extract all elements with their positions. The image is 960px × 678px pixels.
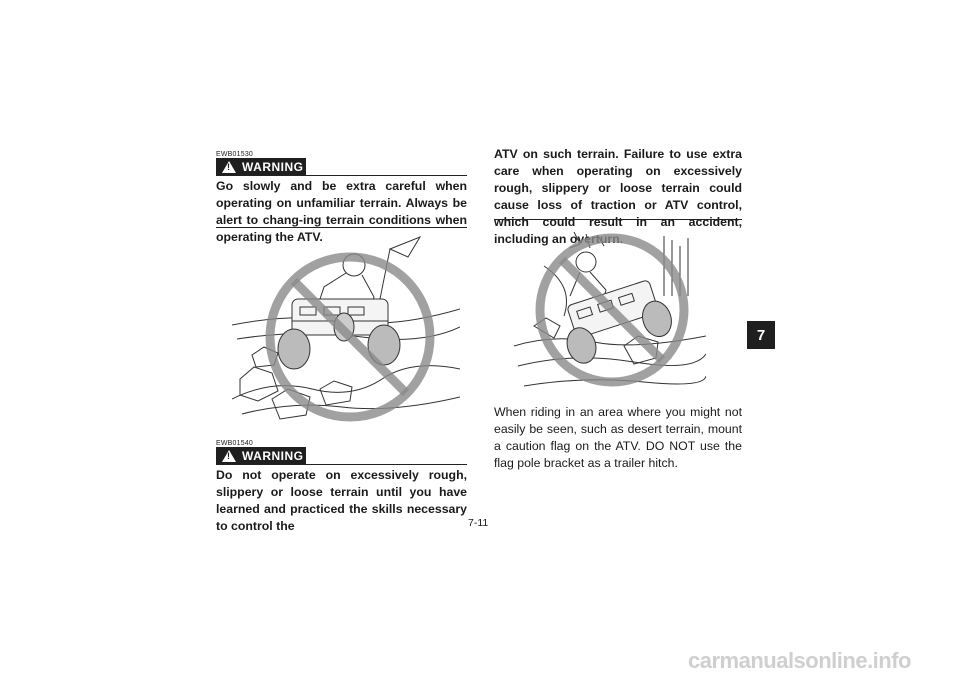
warning-icon xyxy=(222,161,236,173)
atv-rough-terrain-illustration xyxy=(514,231,706,387)
footer-watermark[interactable]: carmanualsonline.info xyxy=(688,648,912,673)
chapter-tab: 7 xyxy=(747,321,775,349)
warning-banner: WARNING xyxy=(216,158,306,176)
divider xyxy=(494,219,742,220)
warning-label: WARNING xyxy=(242,160,304,174)
warning-code: EWB01540 xyxy=(216,440,254,447)
warning-icon xyxy=(222,450,236,462)
warning-label: WARNING xyxy=(242,449,304,463)
flag-paragraph: When riding in an area where you might n… xyxy=(494,405,742,470)
warning-text: Go slowly and be extra careful when oper… xyxy=(216,179,467,244)
warning-text-continued: ATV on such terrain. Failure to use extr… xyxy=(494,147,742,246)
warning-code: EWB01530 xyxy=(216,151,254,158)
warning-text: Do not operate on excessively rough, sli… xyxy=(216,468,467,533)
divider xyxy=(216,175,467,176)
divider xyxy=(216,464,467,465)
divider xyxy=(216,227,467,228)
warning-banner: WARNING xyxy=(216,447,306,465)
page-number: 7-11 xyxy=(468,517,489,529)
atv-unfamiliar-terrain-illustration xyxy=(232,235,460,422)
